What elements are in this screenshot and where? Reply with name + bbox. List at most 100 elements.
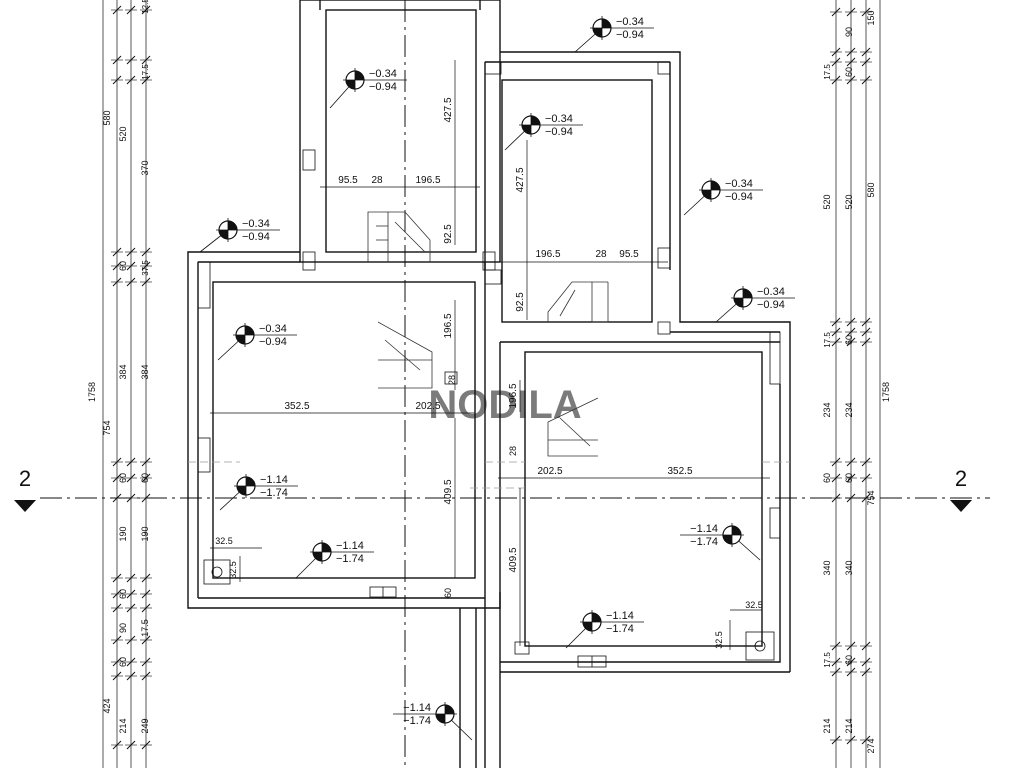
dim-label: 234 [822, 402, 832, 417]
dim-label: 32.5 [714, 631, 724, 649]
level-marker: −0.34−0.94 [217, 323, 297, 361]
dim-label: 214 [822, 718, 832, 733]
level-marker: −1.14−1.74 [219, 474, 298, 511]
dim-label: 196.5 [443, 313, 454, 338]
level-markers: −0.34−0.94−0.34−0.94−0.34−0.94−0.34−0.94… [199, 16, 795, 741]
dim-label: 580 [866, 182, 876, 197]
level-bottom-value: −0.94 [545, 126, 573, 138]
level-bottom-value: −0.94 [725, 191, 753, 203]
level-marker: −1.14−1.74 [295, 540, 374, 579]
level-bottom-value: −0.94 [757, 299, 785, 311]
dim-label: 580 [102, 110, 112, 125]
level-marker: −0.34−0.94 [504, 113, 583, 151]
dim-label: 384 [140, 364, 150, 379]
dim-label: 409.5 [443, 479, 454, 504]
level-bottom-value: −1.74 [606, 623, 634, 635]
level-top-value: −0.34 [259, 323, 287, 335]
level-top-value: −1.14 [260, 474, 288, 486]
level-top-value: −0.34 [725, 178, 753, 190]
dim-label: 754 [102, 420, 112, 435]
left-dimension-chain: 580 1758 424 754 520 370 60 384 384 60 6… [87, 0, 152, 768]
dim-label: 214 [844, 718, 854, 733]
dim-label: 92.5 [515, 292, 526, 312]
stairs [367, 211, 609, 457]
level-top-value: −1.14 [403, 702, 431, 714]
level-marker: −0.34−0.94 [574, 16, 654, 53]
dim-label: 196.5 [535, 249, 560, 260]
dim-label: 520 [118, 126, 128, 141]
dim-label: 60 [118, 261, 128, 271]
dim-label: 202.5 [537, 466, 562, 477]
dim-label: 340 [844, 560, 854, 575]
dim-label: 190 [140, 526, 150, 541]
watermark-logo: NODILA [428, 383, 581, 427]
level-top-value: −0.34 [242, 218, 270, 230]
dim-label: 352.5 [667, 466, 692, 477]
dim-label: 424 [102, 698, 112, 713]
level-marker: −1.14−1.74 [680, 523, 761, 561]
dim-label: 196.5 [415, 175, 440, 186]
dim-label: 60 [118, 589, 128, 599]
wall-inner-right-main [524, 351, 763, 647]
dim-label: 60 [844, 655, 854, 665]
wall-inner-right-upper [501, 79, 653, 323]
dim-label: 1758 [881, 382, 891, 402]
dim-label: 32.5 [745, 600, 763, 610]
dim-label: 60 [844, 473, 854, 483]
right-dimension-chain: 580 1758 274 754 520 520 234 234 60 60 3… [822, 0, 891, 768]
level-top-value: −1.14 [690, 523, 718, 535]
dim-label: 60 [443, 588, 453, 598]
level-top-value: −1.14 [336, 540, 364, 552]
dim-label: 520 [822, 194, 832, 209]
dim-label: 340 [822, 560, 832, 575]
dim-label: 90 [118, 623, 128, 633]
dim-label: 60 [118, 657, 128, 667]
wall-inner-top-center [325, 9, 477, 253]
dim-label: 214 [118, 718, 128, 733]
level-bottom-value: −1.74 [336, 553, 364, 565]
section-arrow-right [950, 500, 972, 512]
level-bottom-value: −0.94 [616, 29, 644, 41]
level-bottom-value: −1.74 [260, 487, 288, 499]
interior-dimensions: 95.5 28 196.5 427.5 92.5 427.5 196.5 28 … [210, 60, 770, 650]
level-top-value: −0.34 [616, 16, 644, 28]
level-bottom-value: −0.94 [242, 231, 270, 243]
dim-label: 17.5 [140, 619, 150, 637]
dim-label: 60 [118, 473, 128, 483]
dim-label: 274 [866, 738, 876, 753]
dim-label: 28 [508, 446, 518, 456]
section-line: 2 2 [14, 466, 990, 512]
level-marker: −0.34−0.94 [329, 68, 407, 109]
dim-label: 754 [866, 490, 876, 505]
dim-label: 28 [447, 375, 457, 385]
level-bottom-value: −1.74 [403, 715, 431, 727]
level-top-value: −0.34 [369, 68, 397, 80]
dim-label: 60 [844, 335, 854, 345]
walls [187, 0, 791, 768]
level-marker: −1.14−1.74 [565, 610, 644, 649]
dim-label: 17.5 [823, 652, 832, 668]
dim-label: 95.5 [338, 175, 358, 186]
dim-label: 92.5 [443, 224, 454, 244]
level-top-value: −0.34 [545, 113, 573, 125]
dim-label: 12.5 [141, 0, 150, 14]
dim-label: 28 [595, 249, 607, 260]
dim-label: 60 [140, 473, 150, 483]
dim-label: 427.5 [443, 97, 454, 122]
dim-label: 60 [844, 67, 854, 77]
dim-label: 202.5 [415, 401, 440, 412]
dim-label: 520 [844, 194, 854, 209]
dim-label: 249 [140, 718, 150, 733]
level-marker: −0.34−0.94 [683, 178, 763, 216]
level-bottom-value: −0.94 [369, 81, 397, 93]
section-arrow-left [14, 500, 36, 512]
level-bottom-value: −1.74 [690, 536, 718, 548]
dim-label: 90 [844, 27, 854, 37]
dim-label: 32.5 [215, 536, 233, 546]
dim-label: 1758 [87, 382, 97, 402]
dim-label: 17.5 [823, 332, 832, 348]
section-mark-right: 2 [955, 466, 967, 491]
dim-label: 196.5 [508, 383, 519, 408]
level-marker: −0.34−0.94 [715, 286, 795, 323]
